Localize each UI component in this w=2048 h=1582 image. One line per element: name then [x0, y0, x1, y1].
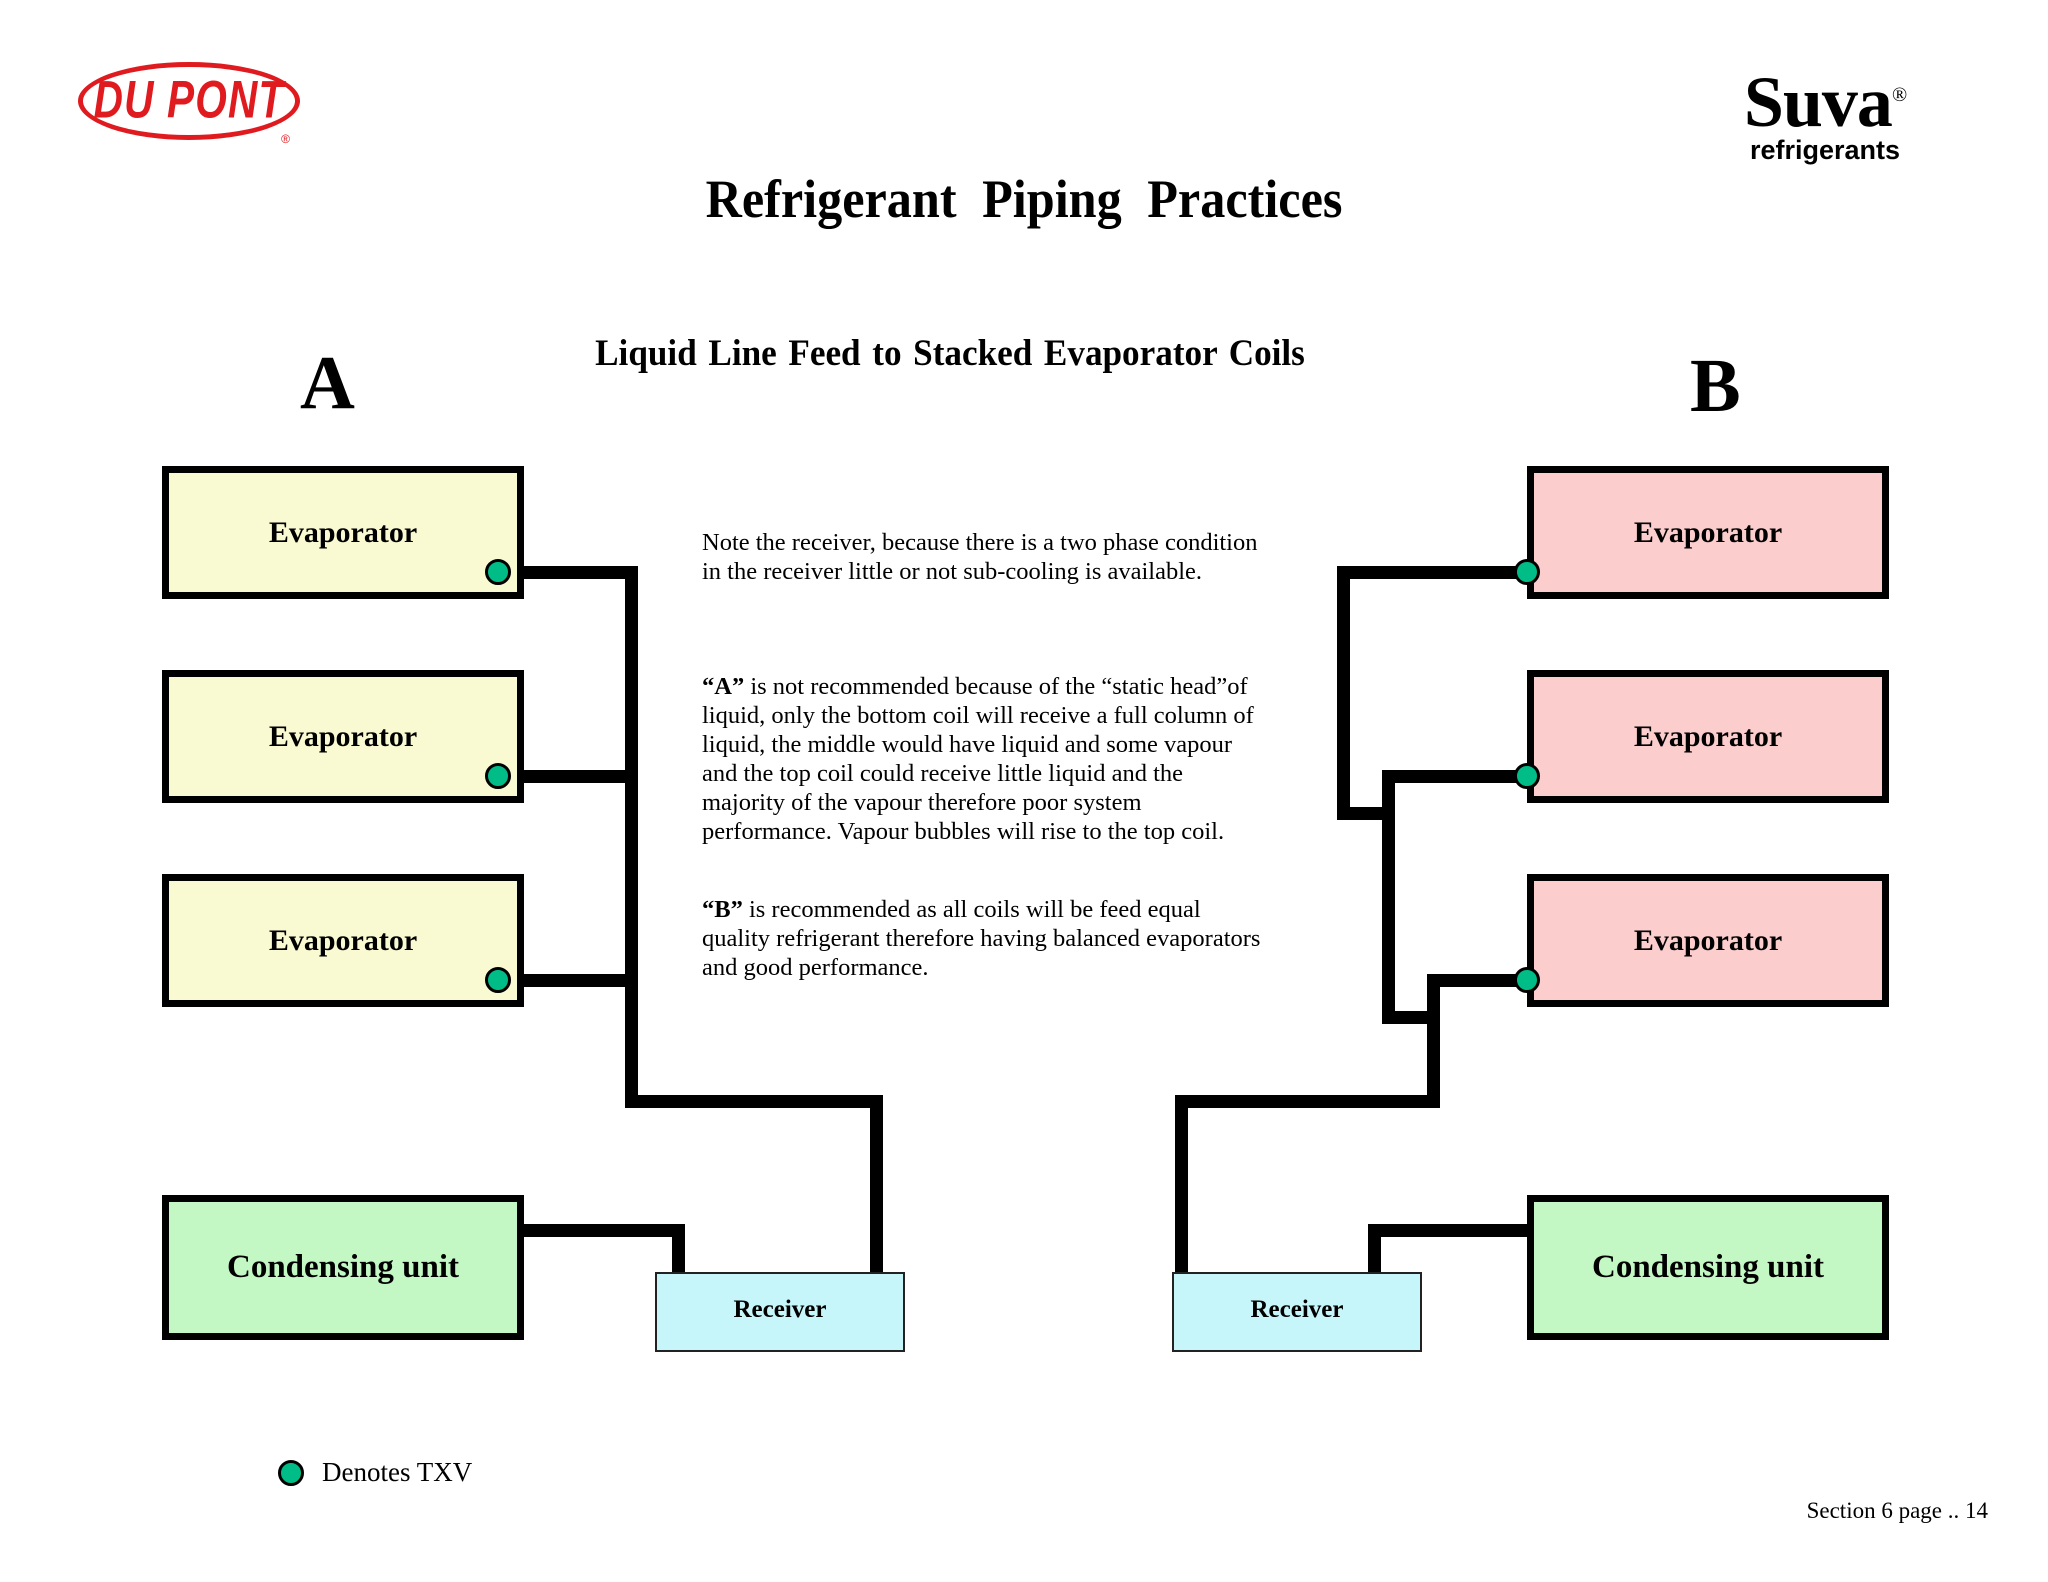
condensing-unit-a-label: Condensing unit [226, 1249, 459, 1285]
receiver-a-label: Receiver [733, 1296, 827, 1323]
note-option-b-lead: “B” [702, 896, 743, 923]
pipe-b-stub-bottom [1427, 974, 1519, 987]
page-title: Refrigerant Piping Practices [705, 169, 1343, 229]
evaporator-a-bottom[interactable]: Evaporator [162, 874, 524, 1007]
evaporator-b-middle-label: Evaporator [1633, 719, 1783, 753]
footer-page-reference: Section 6 page .. 14 [1806, 1498, 1988, 1523]
txv-icon-b-middle[interactable] [1514, 763, 1540, 789]
dupont-wordmark: DU PONT [93, 71, 285, 130]
note-option-a: “A” is not recommended because of the “s… [702, 672, 1262, 846]
suva-tagline: refrigerants [1749, 135, 1901, 165]
suva-registered-mark: ® [1891, 84, 1907, 106]
dupont-logo: DU PONT ® [78, 62, 300, 146]
pipe-b-riser-top [1337, 566, 1350, 820]
suva-logo: Suva® refrigerants [1700, 58, 1950, 166]
note-option-b-body: is recommended as all coils will be feed… [702, 896, 1261, 981]
receiver-b-label: Receiver [1250, 1296, 1344, 1323]
evaporator-a-middle[interactable]: Evaporator [162, 670, 524, 803]
suva-wordmark-text: Suva [1743, 62, 1893, 142]
receiver-b[interactable]: Receiver [1172, 1272, 1422, 1352]
pipe-b-riser-middle [1382, 770, 1395, 1024]
pipe-b-riser-bottom [1427, 974, 1440, 1108]
receiver-a[interactable]: Receiver [655, 1272, 905, 1352]
evaporator-a-middle-label: Evaporator [268, 719, 418, 753]
evaporator-a-top[interactable]: Evaporator [162, 466, 524, 599]
evaporator-b-middle[interactable]: Evaporator [1527, 670, 1889, 803]
pipe-a-stub-top [492, 566, 638, 579]
page-subtitle: Liquid Line Feed to Stacked Evaporator C… [595, 333, 1305, 374]
pipe-a-stub-bottom [492, 974, 638, 987]
note-option-a-body: is not recommended because of the “stati… [702, 673, 1254, 845]
txv-icon-a-middle[interactable] [485, 763, 511, 789]
txv-icon-b-bottom[interactable] [1514, 967, 1540, 993]
condensing-unit-a[interactable]: Condensing unit [162, 1195, 524, 1340]
pipe-a-bottom-header [625, 1095, 883, 1108]
pipe-b-bottom-header [1175, 1095, 1440, 1108]
note-option-b: “B” is recommended as all coils will be … [702, 895, 1262, 982]
pipe-b-stub-middle [1382, 770, 1519, 783]
txv-circle-icon [278, 1459, 304, 1486]
txv-icon-b-top[interactable] [1514, 559, 1540, 585]
dupont-registered-mark: ® [281, 132, 290, 146]
section-label-a: A [300, 341, 355, 425]
condensing-unit-b[interactable]: Condensing unit [1527, 1195, 1889, 1340]
legend-label: Denotes TXV [322, 1457, 473, 1487]
note-receiver: Note the receiver, because there is a tw… [702, 529, 1258, 585]
evaporator-b-bottom-label: Evaporator [1633, 923, 1783, 957]
pipe-a-main-riser [625, 566, 638, 1095]
evaporator-b-bottom[interactable]: Evaporator [1527, 874, 1889, 1007]
note-option-a-lead: “A” [702, 673, 745, 700]
pipe-b-stub-top [1337, 566, 1519, 579]
evaporator-b-top-label: Evaporator [1633, 515, 1783, 549]
condensing-unit-b-label: Condensing unit [1591, 1249, 1824, 1285]
section-label-b: B [1690, 344, 1741, 428]
legend: Denotes TXV [278, 1457, 472, 1488]
pipe-a-stub-middle [492, 770, 638, 783]
pipe-b-jog-middle [1382, 1011, 1440, 1024]
dupont-oval-icon [78, 62, 300, 140]
txv-icon-a-bottom[interactable] [485, 967, 511, 993]
evaporator-a-bottom-label: Evaporator [268, 923, 418, 957]
evaporator-a-top-label: Evaporator [268, 515, 418, 549]
pipe-b-jog-top [1337, 807, 1395, 820]
evaporator-b-top[interactable]: Evaporator [1527, 466, 1889, 599]
pipe-a-receiver-dip-tube [870, 1095, 883, 1313]
pipe-b-receiver-dip-tube [1175, 1095, 1188, 1313]
suva-wordmark: Suva® [1700, 58, 1950, 139]
txv-icon-a-top[interactable] [485, 559, 511, 585]
